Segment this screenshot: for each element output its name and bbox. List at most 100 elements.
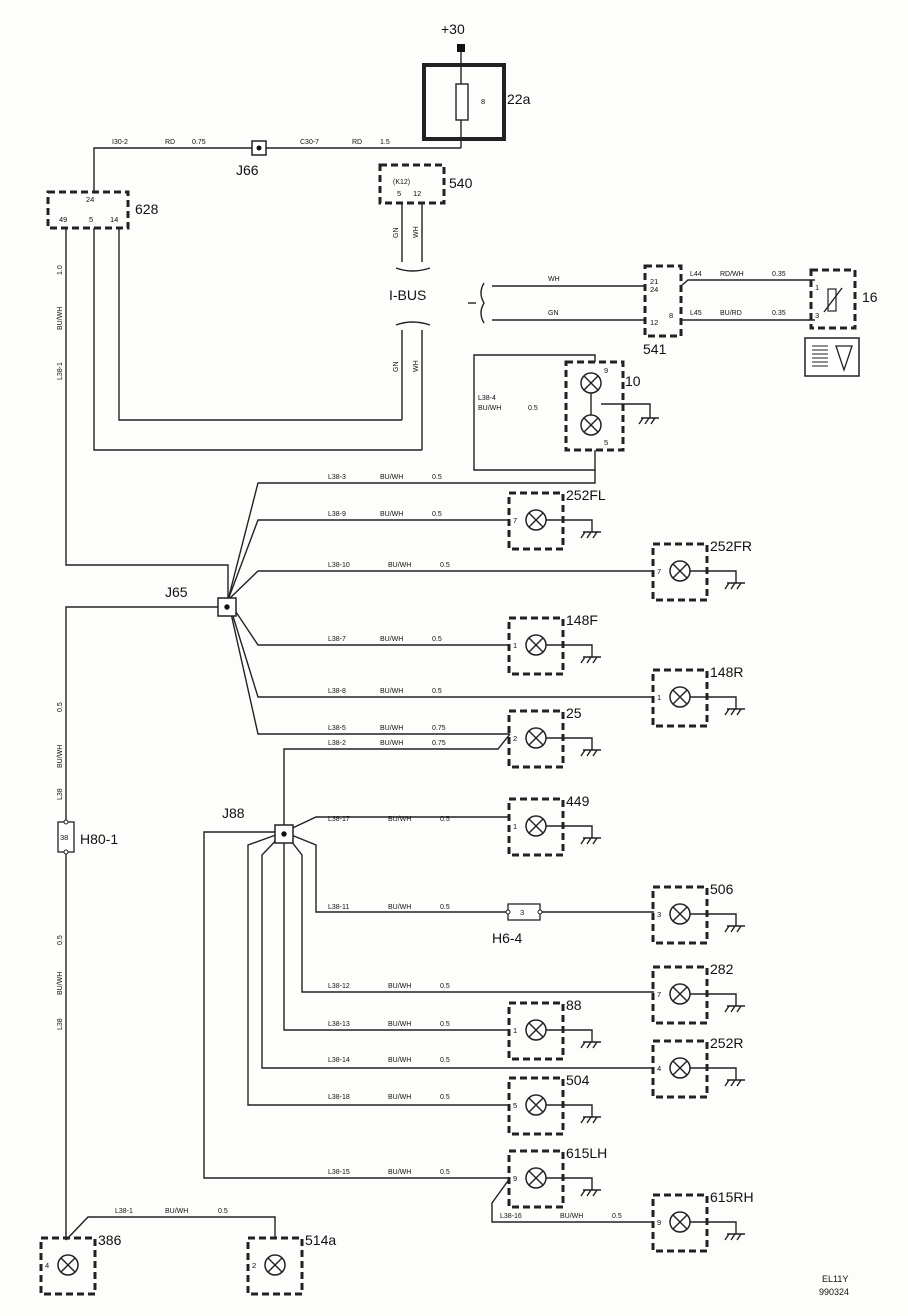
- ground-icon: [724, 582, 730, 590]
- wire-color: RD: [165, 139, 175, 146]
- ground-icon: [586, 531, 592, 539]
- wire-label: L38-17: [328, 816, 350, 823]
- pin-label: 7: [513, 516, 517, 525]
- ground-icon: [580, 656, 586, 664]
- ground-icon: [586, 837, 592, 845]
- ground-icon: [724, 708, 730, 716]
- ground-icon: [736, 1005, 742, 1013]
- module-540: [378, 163, 446, 205]
- module-541: [643, 264, 683, 338]
- wire-label: L38-14: [328, 1057, 350, 1064]
- wire-size: 0.35: [772, 271, 786, 278]
- ground-icon: [586, 1116, 592, 1124]
- wire-label: L38-18: [328, 1094, 350, 1101]
- ground-icon: [730, 708, 736, 716]
- wire-label: L38-8: [328, 688, 346, 695]
- pin-label: 24: [86, 195, 94, 204]
- fuse-box: [422, 63, 506, 141]
- pin-label: 2: [513, 734, 517, 743]
- pin-label: 4: [657, 1064, 661, 1073]
- lamp-282: 7 282: [651, 961, 745, 1025]
- lamp-box: [651, 1039, 709, 1099]
- wire-label: L38-10: [328, 562, 350, 569]
- supply-label: +30: [441, 21, 465, 37]
- ground-icon: [592, 1116, 598, 1124]
- ground-icon: [724, 1005, 730, 1013]
- wire-color: GN: [393, 228, 400, 239]
- ground-icon: [736, 582, 742, 590]
- ground-icon: [724, 1233, 730, 1241]
- wire-size: 0.5: [432, 511, 442, 518]
- wire-size: 0.5: [440, 1021, 450, 1028]
- wire-label: L38-1: [115, 1208, 133, 1215]
- wire-color: BU/WH: [380, 725, 403, 732]
- ground-icon: [580, 531, 586, 539]
- wire-size: 0.5: [440, 1057, 450, 1064]
- pin-label: 7: [657, 567, 661, 576]
- wire-label: L38-15: [328, 1169, 350, 1176]
- footer-code: EL11Y: [822, 1274, 848, 1284]
- wire-size: 0.75: [432, 725, 446, 732]
- ground-icon: [586, 1041, 592, 1049]
- lamp-label: 282: [710, 961, 734, 977]
- ground-icon: [580, 1189, 586, 1197]
- lamp-box: [651, 668, 709, 728]
- wire-color: BU/WH: [478, 405, 501, 412]
- wire-color: WH: [413, 226, 420, 238]
- wire-label: L44: [690, 271, 702, 278]
- rheostat-icon: [827, 288, 837, 312]
- pin-label: 3: [520, 908, 524, 917]
- lamp-label: 386: [98, 1232, 122, 1248]
- lamp-25: 225: [507, 705, 601, 769]
- wire-color: RD/WH: [720, 271, 744, 278]
- wire-label: L38-9: [328, 511, 346, 518]
- ground-icon: [592, 656, 598, 664]
- wire-color: BU/WH: [388, 1094, 411, 1101]
- ground-icon: [592, 1041, 598, 1049]
- pin-label: 21: [650, 277, 658, 286]
- wire-color: GN: [393, 362, 400, 373]
- wire-label: L38-7: [328, 636, 346, 643]
- wire-size: 0.5: [612, 1213, 622, 1220]
- fuse-icon: [455, 83, 469, 121]
- pin-label: 7: [657, 990, 661, 999]
- module-16: [809, 268, 857, 330]
- pin-label: 1: [815, 283, 819, 292]
- lamp-label: 615RH: [710, 1189, 754, 1205]
- wire-color: BU/WH: [388, 562, 411, 569]
- wire-size: 0.35: [772, 310, 786, 317]
- wire-color: BU/WH: [380, 688, 403, 695]
- wire-color: BU/WH: [57, 307, 64, 330]
- lamp-box: [651, 1193, 709, 1253]
- lamp-label: 88: [566, 997, 582, 1013]
- ground-icon: [592, 1189, 598, 1197]
- wire-size: 1.5: [380, 139, 390, 146]
- wire-label: C30-7: [300, 139, 319, 146]
- wire-label: L38-13: [328, 1021, 350, 1028]
- lamp-label: 506: [710, 881, 734, 897]
- lamp-box: [651, 965, 709, 1025]
- wire-color: BU/WH: [57, 972, 64, 995]
- module-540-label: 540: [449, 175, 473, 191]
- wire-size: 0.5: [432, 474, 442, 481]
- wire-size: 0.5: [440, 562, 450, 569]
- wire-color: BU/WH: [380, 740, 403, 747]
- wire-color: BU/WH: [388, 983, 411, 990]
- wire-size: 0.5: [218, 1208, 228, 1215]
- lamp-icon: [580, 372, 602, 436]
- lamp-label: 252FL: [566, 487, 606, 503]
- wire-label: L38-16: [500, 1213, 522, 1220]
- wire-color: GN: [548, 310, 559, 317]
- ground-icon: [586, 656, 592, 664]
- wire-label: L38-12: [328, 983, 350, 990]
- pin-label: 5: [604, 438, 608, 447]
- j88-labels: L38-17 BU/WH 0.5 L38-11 BU/WH 0.5 L38-12…: [328, 816, 622, 1220]
- pin-label: 5: [89, 215, 93, 224]
- wire-label: L38-11: [328, 904, 349, 911]
- wire-color: BU/WH: [380, 511, 403, 518]
- wire-color: BU/WH: [388, 904, 411, 911]
